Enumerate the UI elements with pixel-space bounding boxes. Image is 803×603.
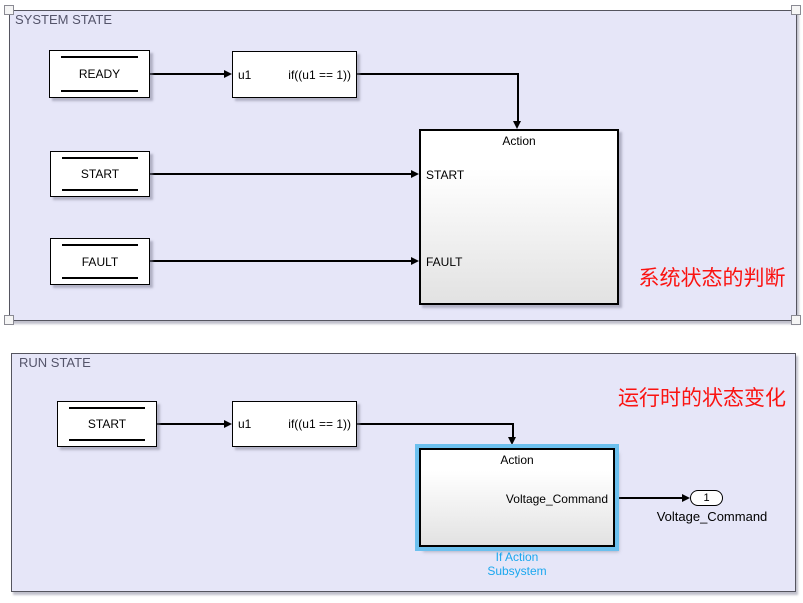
voltage-command-outport[interactable]: 1 xyxy=(690,490,723,506)
ready-block-label: READY xyxy=(78,67,121,81)
wire-if-to-subsystem-arrow[interactable] xyxy=(508,437,516,445)
system-state-area-label: SYSTEM STATE xyxy=(15,12,113,27)
wire-start-to-if-run-arrow[interactable] xyxy=(224,420,232,428)
action-port-title: Action xyxy=(502,134,536,148)
outport-name-label: Voltage_Command xyxy=(656,509,768,524)
if-condition-label: if((u1 == 1)) xyxy=(288,67,351,82)
caption-line-2: Subsystem xyxy=(487,564,547,578)
action-subsystem-system[interactable]: Action START FAULT xyxy=(419,129,619,305)
start-constant-block-run[interactable]: START xyxy=(57,401,157,447)
constant-bottom-line xyxy=(69,439,145,441)
outport-number: 1 xyxy=(703,492,710,504)
if-condition-label: if((u1 == 1)) xyxy=(288,417,351,431)
start-input-port-label: START xyxy=(426,168,465,182)
area-resize-handle-se[interactable] xyxy=(791,315,801,325)
run-annotation[interactable]: 运行时的状态变化 xyxy=(618,387,786,410)
constant-top-line xyxy=(62,244,138,246)
area-resize-handle-ne[interactable] xyxy=(791,5,801,15)
if-action-subsystem-block[interactable]: Action Voltage_Command xyxy=(419,448,615,547)
ready-constant-block[interactable]: READY xyxy=(49,50,150,98)
wire-ready-to-if-arrow[interactable] xyxy=(224,70,232,78)
system-annotation[interactable]: 系统状态的判断 xyxy=(638,267,786,290)
wire-start-to-action[interactable] xyxy=(150,173,411,175)
constant-bottom-line xyxy=(61,90,138,92)
if-action-subsystem-caption[interactable]: If Action Subsystem xyxy=(419,550,615,578)
if-input-port-label: u1 xyxy=(238,67,252,82)
wire-subsystem-to-outport[interactable] xyxy=(619,497,682,499)
constant-top-line xyxy=(62,157,138,159)
wire-if-to-action-h[interactable] xyxy=(357,73,518,75)
wire-if-to-action-arrow[interactable] xyxy=(513,121,521,129)
action-port-title: Action xyxy=(500,453,534,467)
if-block-system[interactable]: u1 if((u1 == 1)) xyxy=(232,51,357,98)
wire-if-to-action-v[interactable] xyxy=(517,73,519,121)
wire-if-to-subsystem-v[interactable] xyxy=(512,423,514,437)
wire-fault-to-action-arrow[interactable] xyxy=(411,257,419,265)
constant-top-line xyxy=(61,56,138,58)
wire-ready-to-if[interactable] xyxy=(150,73,225,75)
run-state-area-label: RUN STATE xyxy=(19,355,91,370)
voltage-command-output-port-label: Voltage_Command xyxy=(505,492,608,506)
wire-if-to-subsystem-h[interactable] xyxy=(357,423,513,425)
area-resize-handle-sw[interactable] xyxy=(4,315,14,325)
caption-line-1: If Action xyxy=(495,550,539,564)
constant-bottom-line xyxy=(62,189,138,191)
wire-subsystem-to-outport-arrow[interactable] xyxy=(682,494,690,502)
if-input-port-label: u1 xyxy=(238,417,252,431)
fault-constant-block[interactable]: FAULT xyxy=(50,238,150,285)
wire-fault-to-action[interactable] xyxy=(150,260,411,262)
constant-bottom-line xyxy=(62,277,138,279)
run-state-area[interactable] xyxy=(11,353,796,592)
wire-start-to-action-arrow[interactable] xyxy=(411,170,419,178)
start-constant-block-system[interactable]: START xyxy=(50,151,150,197)
if-block-run[interactable]: u1 if((u1 == 1)) xyxy=(232,401,357,447)
area-resize-handle-nw[interactable] xyxy=(4,5,14,15)
start-block-label: START xyxy=(80,167,120,181)
constant-top-line xyxy=(69,407,145,409)
fault-block-label: FAULT xyxy=(81,254,119,269)
wire-start-to-if-run[interactable] xyxy=(157,423,224,425)
fault-input-port-label: FAULT xyxy=(426,255,463,269)
start-block-label: START xyxy=(87,417,127,431)
